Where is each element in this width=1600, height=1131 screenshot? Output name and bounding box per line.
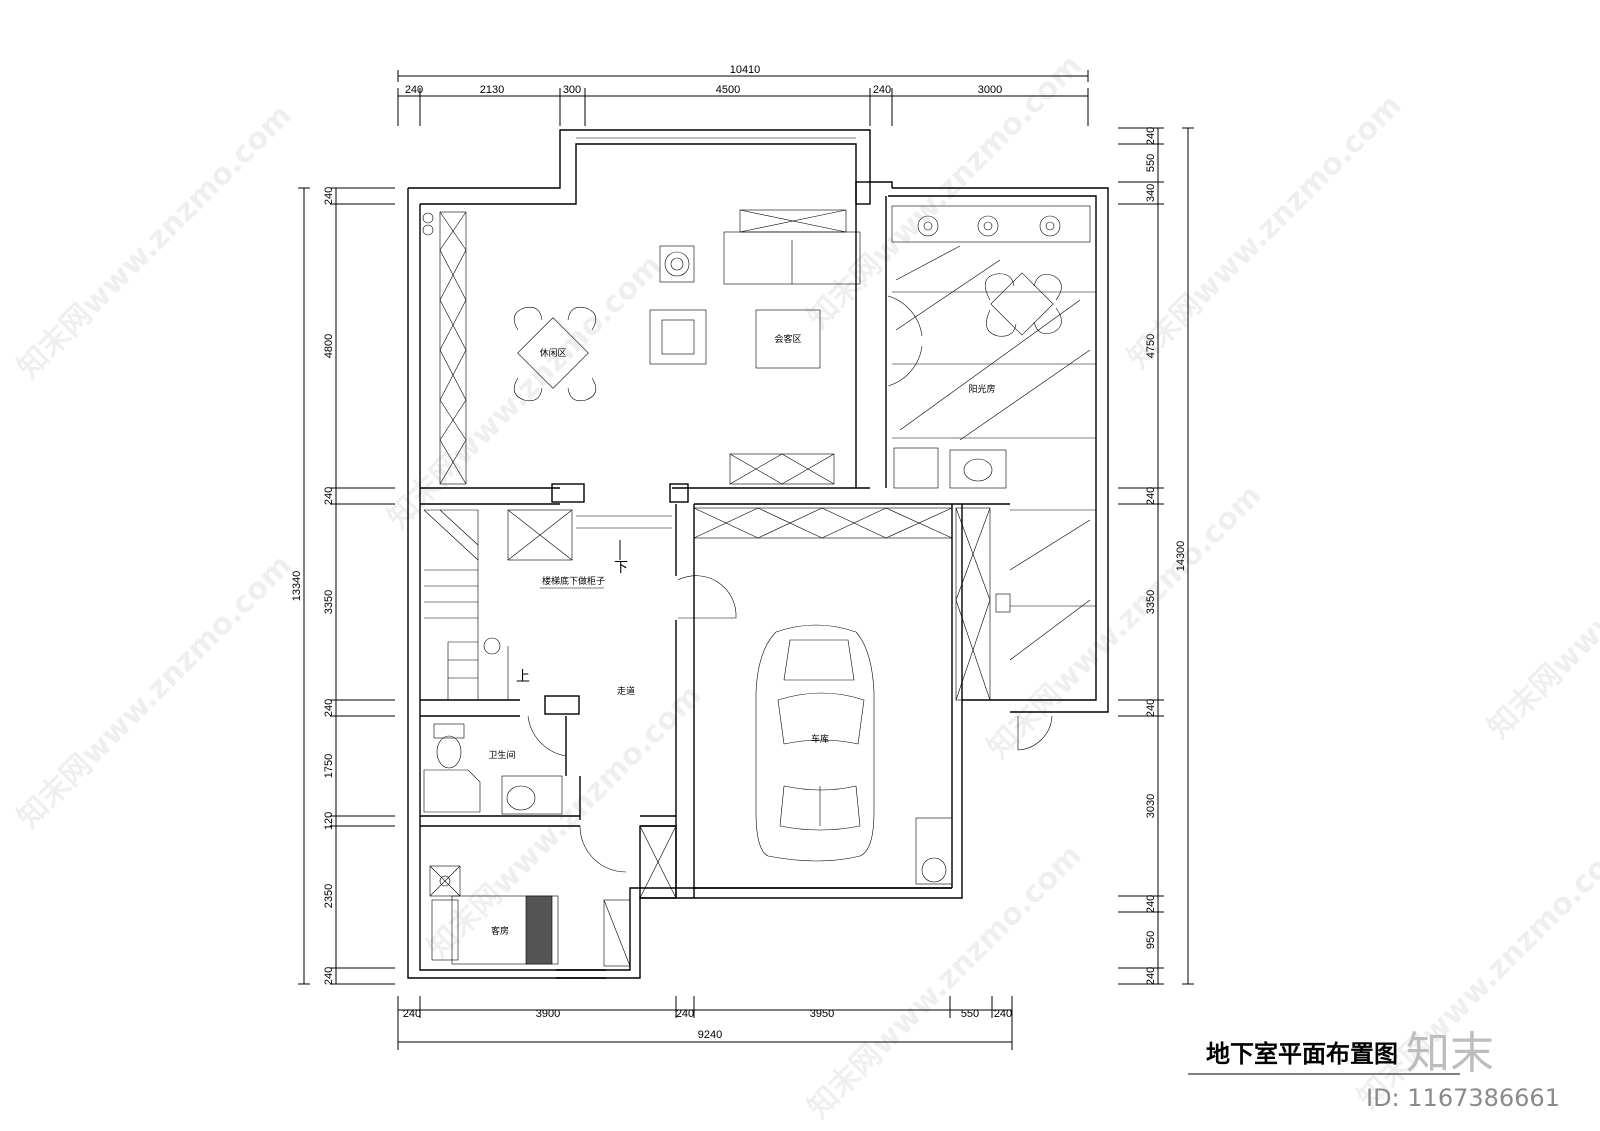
watermark: 知末网www.znzmo.com: [421, 678, 709, 966]
dim-left-seg: 240: [323, 967, 335, 985]
dim-left-total: 13340: [291, 571, 303, 602]
stairs: 楼梯底下做柜子 下 上: [423, 509, 672, 701]
dim-right-seg: 4750: [1145, 334, 1157, 358]
left-dimensions: 13340 240 4800 240 3350 240 1750 120 235…: [291, 187, 395, 985]
bathroom: 卫生间: [423, 715, 567, 815]
plant-pot-icon: [1039, 215, 1061, 237]
label-down: 下: [614, 560, 628, 576]
toilet-icon: [433, 723, 465, 769]
dim-top-seg: 4500: [716, 84, 740, 96]
dim-top-seg: 300: [563, 84, 581, 96]
dim-top-seg: 240: [405, 84, 423, 96]
garage: 车库: [693, 507, 1011, 885]
dim-right-seg: 240: [1145, 699, 1157, 717]
dim-right-seg: 3350: [1145, 590, 1157, 614]
dim-left-seg: 240: [323, 187, 335, 205]
label-sunroom: 阳光房: [968, 383, 995, 395]
dim-bottom-seg: 240: [994, 1008, 1012, 1020]
dim-right-seg: 240: [1145, 895, 1157, 913]
dim-right-seg: 340: [1145, 184, 1157, 202]
car-icon: [755, 624, 875, 862]
dim-left-seg: 240: [323, 487, 335, 505]
dim-bottom-seg: 240: [676, 1008, 694, 1020]
sunroom-area: 阳光房: [891, 205, 1096, 751]
watermark: 知末网www.znzmo.com: [11, 548, 299, 836]
dim-bottom-seg: 240: [403, 1008, 421, 1020]
dim-bottom-total: 9240: [698, 1029, 722, 1041]
dim-left-seg: 240: [323, 699, 335, 717]
dim-top-seg: 3000: [978, 84, 1002, 96]
watermark: 知末网www.znzmo.com: [801, 838, 1089, 1126]
watermark: 知末网www.znzmo.com: [981, 478, 1269, 766]
dim-bottom-seg: 3900: [536, 1008, 560, 1020]
image-id: ID: 1167386661: [1366, 1084, 1560, 1112]
title-block: 地下室平面布置图 知末 ID: 1167386661: [1188, 1028, 1560, 1112]
right-dimensions: 14300 240 550 340 4750 240 3350 240 3030…: [1118, 127, 1194, 985]
brand-logo: 知末: [1406, 1028, 1494, 1079]
bottom-dimensions: 240 3900 240 3950 550 240 9240: [397, 996, 1013, 1050]
dim-top-seg: 240: [873, 84, 891, 96]
guestroom: 客房: [429, 865, 631, 979]
watermark: 知末网www.znzmo.com: [1121, 88, 1409, 376]
label-leisure: 休闲区: [539, 347, 566, 359]
plant-pot-icon: [917, 215, 939, 237]
leisure-area: 休闲区: [422, 211, 597, 485]
plant-pot-icon: [977, 215, 999, 237]
label-up: 上: [516, 669, 530, 685]
label-corridor: 走道: [617, 685, 635, 697]
dim-left-seg: 1750: [323, 754, 335, 778]
dim-left-seg: 3350: [323, 590, 335, 614]
dim-top-total: 10410: [730, 64, 761, 76]
dim-right-seg: 240: [1145, 487, 1157, 505]
dim-right-seg: 3030: [1145, 794, 1157, 818]
reception-area: 会客区: [649, 209, 923, 485]
dim-bottom-seg: 550: [961, 1008, 979, 1020]
dim-left-seg: 120: [323, 812, 335, 830]
watermark-layer: 知末网www.znzmo.com 知末网www.znzmo.com 知末网www…: [11, 48, 1600, 1126]
label-garage: 车库: [811, 733, 829, 745]
watermark: 知末网www.znzmo.com: [801, 48, 1089, 336]
label-guestroom: 客房: [491, 925, 509, 937]
dim-right-seg: 240: [1145, 967, 1157, 985]
dim-bottom-seg: 3950: [810, 1008, 834, 1020]
watermark: 知末网www.znzmo.com: [11, 98, 299, 386]
label-reception: 会客区: [774, 333, 801, 345]
dim-right-total: 14300: [1175, 541, 1187, 572]
dim-left-seg: 2350: [323, 884, 335, 908]
dim-left-seg: 4800: [323, 334, 335, 358]
watermark: 知末网www.znzmo.com: [1481, 458, 1600, 746]
dim-right-seg: 950: [1145, 931, 1157, 949]
dim-top-seg: 2130: [480, 84, 504, 96]
drawing-title: 地下室平面布置图: [1206, 1040, 1398, 1068]
top-dimensions: 10410 240 2130 300 4500 240 3000: [397, 64, 1089, 126]
dim-right-seg: 550: [1145, 154, 1157, 172]
corridor: 走道: [579, 575, 737, 899]
watermark: 知末网www.znzmo.com: [381, 248, 669, 536]
label-bathroom: 卫生间: [488, 749, 515, 761]
label-stair-cabinet: 楼梯底下做柜子: [542, 575, 605, 587]
dim-right-seg: 240: [1145, 127, 1157, 145]
